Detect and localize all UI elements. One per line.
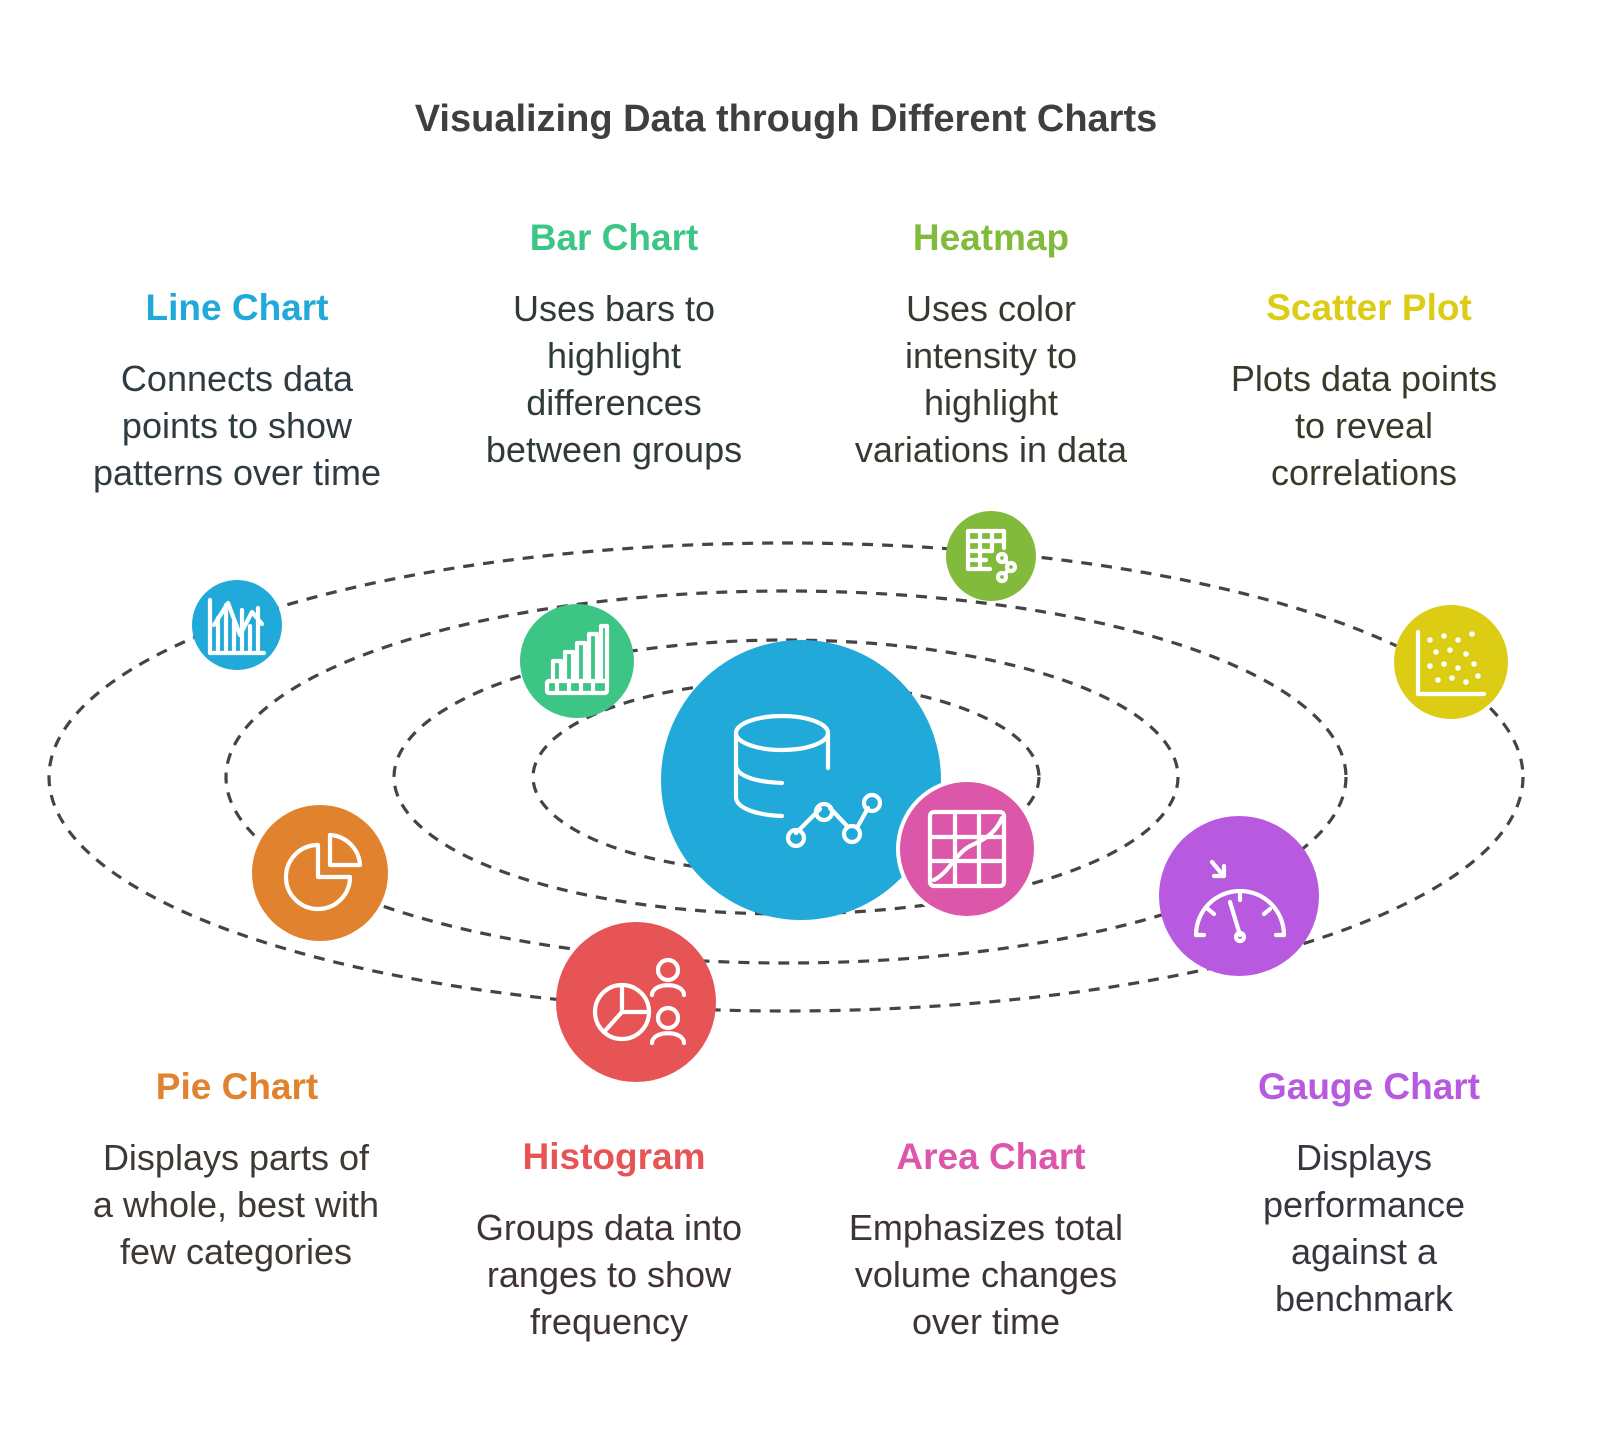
label-pie-chart: Pie Chart Displays parts of a whole, bes…: [93, 1066, 379, 1272]
label-heatmap: Heatmap Uses color intensity to highligh…: [855, 217, 1128, 470]
histogram-desc-line: ranges to show: [487, 1254, 732, 1295]
line-chart-desc-line: points to show: [122, 405, 353, 446]
pie-chart-title: Pie Chart: [156, 1066, 318, 1107]
label-area-chart: Area Chart Emphasizes total volume chang…: [849, 1136, 1123, 1342]
gauge-chart-desc-line: benchmark: [1275, 1278, 1454, 1319]
gauge-chart-title: Gauge Chart: [1258, 1066, 1480, 1107]
label-scatter-plot: Scatter Plot Plots data points to reveal…: [1231, 287, 1497, 493]
line-chart-desc-line: Connects data: [121, 358, 354, 399]
pie-chart-desc-line: Displays parts of: [103, 1137, 370, 1178]
scatter-plot-desc-line: to reveal: [1295, 405, 1433, 446]
pie-chart-desc-line: few categories: [120, 1231, 352, 1272]
bar-chart-title: Bar Chart: [530, 217, 699, 258]
heatmap-desc-line: variations in data: [855, 429, 1128, 470]
line-chart-node: [192, 580, 282, 670]
bar-chart-node: [520, 604, 634, 718]
area-chart-desc-line: volume changes: [855, 1254, 1117, 1295]
pie-chart-icon: [283, 832, 363, 912]
histogram-circle: [556, 922, 716, 1082]
pie-chart-desc-line: a whole, best with: [93, 1184, 379, 1225]
table-network-icon: [965, 528, 1018, 584]
heatmap-title: Heatmap: [913, 217, 1069, 258]
gauge-chart-desc-line: against a: [1291, 1231, 1438, 1272]
orbit-outer: [47, 541, 1525, 1013]
heatmap-desc-line: intensity to: [905, 335, 1077, 376]
scatter-plot-title: Scatter Plot: [1266, 287, 1472, 328]
histogram-node: [556, 922, 716, 1082]
gauge-icon: [1193, 859, 1287, 944]
line-chart-title: Line Chart: [146, 287, 329, 328]
label-histogram: Histogram Groups data into ranges to sho…: [476, 1136, 742, 1342]
bar-chart-desc-line: highlight: [547, 335, 681, 376]
area-chart-desc-line: over time: [912, 1301, 1060, 1342]
gauge-chart-desc-line: performance: [1263, 1184, 1465, 1225]
orbit-third: [224, 589, 1348, 965]
bar-chart-desc-line: Uses bars to: [513, 288, 715, 329]
bar-chart-desc-line: between groups: [486, 429, 742, 470]
scatter-plot-circle: [1394, 605, 1508, 719]
pie-chart-people-icon: [592, 957, 687, 1046]
histogram-desc-line: Groups data into: [476, 1207, 742, 1248]
center-node: [661, 640, 941, 920]
scatter-plot-icon: [1415, 629, 1487, 697]
histogram-desc-line: frequency: [530, 1301, 688, 1342]
label-gauge-chart: Gauge Chart Displays performance against…: [1258, 1066, 1480, 1319]
label-bar-chart: Bar Chart Uses bars to highlight differe…: [486, 217, 742, 470]
histogram-title: Histogram: [523, 1136, 706, 1177]
line-chart-desc-line: patterns over time: [93, 452, 381, 493]
label-line-chart: Line Chart Connects data points to show …: [93, 287, 381, 493]
heatmap-desc-line: Uses color: [906, 288, 1076, 329]
scatter-plot-node: [1394, 605, 1508, 719]
area-chart-desc-line: Emphasizes total: [849, 1207, 1123, 1248]
database-graph-icon: [733, 713, 883, 849]
scatter-plot-desc-line: Plots data points: [1231, 358, 1497, 399]
page-title: Visualizing Data through Different Chart…: [415, 98, 1157, 140]
scatter-plot-desc-line: correlations: [1271, 452, 1457, 493]
area-grid-chart-icon: [927, 809, 1007, 889]
gauge-chart-node: [1159, 816, 1319, 976]
orbit-second: [392, 638, 1180, 916]
pie-chart-node: [252, 805, 388, 941]
heatmap-circle: [946, 511, 1036, 601]
heatmap-desc-line: highlight: [924, 382, 1058, 423]
area-chart-title: Area Chart: [896, 1136, 1085, 1177]
gauge-chart-desc-line: Displays: [1296, 1137, 1432, 1178]
area-chart-node: [896, 778, 1038, 920]
line-chart-icon: [207, 597, 267, 656]
bar-chart-icon: [544, 623, 610, 696]
heatmap-node: [946, 511, 1036, 601]
bar-chart-desc-line: differences: [526, 382, 701, 423]
center-circle: [661, 640, 941, 920]
